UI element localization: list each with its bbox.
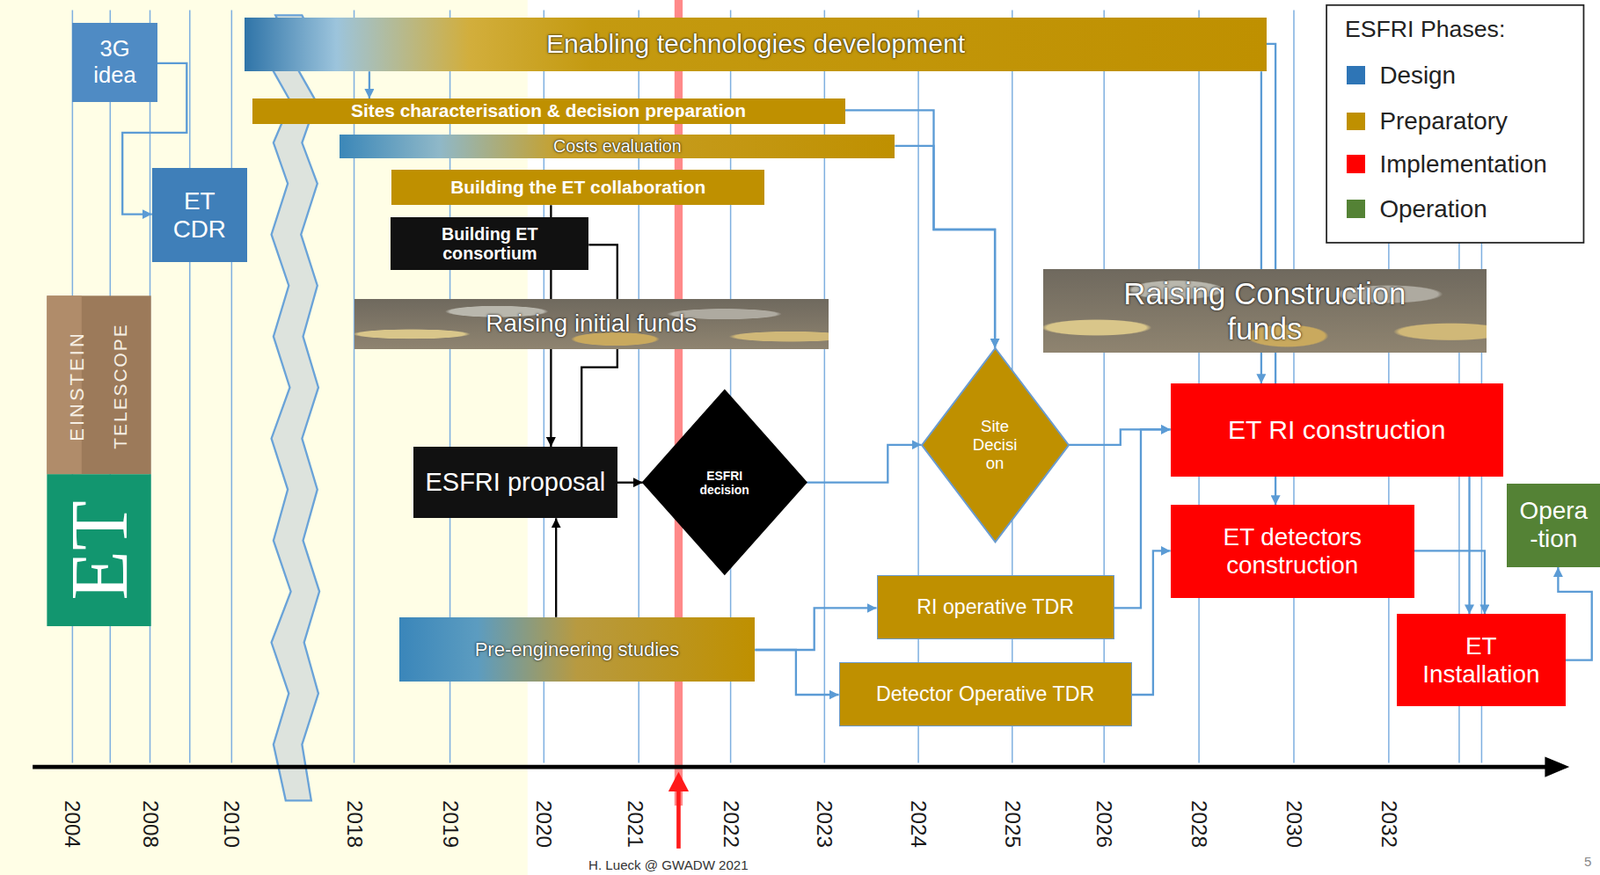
connector: [754, 607, 877, 651]
grid-line: [917, 10, 920, 764]
connector: [754, 650, 839, 695]
node-label: 3G idea: [87, 36, 144, 88]
implementation-box: ET RI construction: [1170, 383, 1504, 477]
legend-label: Implementation: [1379, 150, 1547, 178]
logo-mark: ET: [53, 501, 144, 601]
idea-box: 3G idea: [72, 22, 157, 103]
node-label: ET CDR: [163, 187, 235, 244]
connector: [1068, 429, 1171, 445]
node-label: Raising initial funds: [485, 309, 697, 338]
year-label: 2004: [60, 800, 85, 848]
legend-frame: [1326, 5, 1584, 243]
page-number: 5: [1584, 854, 1592, 870]
now-marker-head: [668, 772, 689, 792]
node-label: ESFRI decision: [683, 468, 766, 497]
node-label: ESFRI proposal: [424, 467, 606, 497]
year-label: 2025: [1000, 800, 1024, 848]
process-box: Building ET consortium: [390, 217, 589, 271]
grid-line: [231, 10, 234, 764]
legend-title: ESFRI Phases:: [1344, 16, 1506, 43]
connector: [617, 482, 643, 484]
legend-swatch: [1346, 154, 1366, 174]
node-label: Detector Operative TDR: [876, 682, 1095, 707]
connector: [894, 146, 995, 349]
node-label: Enabling technologies development: [546, 29, 965, 60]
grid-line: [189, 10, 191, 764]
funding-band: Raising initial funds: [354, 299, 829, 350]
node-label: Opera -tion: [1519, 496, 1588, 554]
design-box: ET CDR: [152, 168, 248, 263]
legend-label: Design: [1379, 62, 1456, 90]
node-label: ET RI construction: [1227, 415, 1447, 446]
grid-line: [1103, 10, 1105, 764]
connector: [1468, 476, 1470, 615]
node-label: RI operative TDR: [916, 595, 1074, 620]
time-break-band: [271, 14, 321, 801]
logo-top: [46, 295, 151, 475]
node-label: Sites characterisation & decision prepar…: [350, 100, 746, 122]
time-axis: [32, 765, 1549, 770]
year-label: 2024: [906, 800, 931, 848]
process-box: ESFRI proposal: [413, 446, 618, 519]
node-label: Costs evaluation: [553, 136, 682, 157]
decision-diamond: ESFRI decision: [642, 390, 807, 575]
time-axis-head: [1544, 756, 1570, 777]
year-label: 2030: [1282, 800, 1307, 848]
connector: [368, 71, 371, 99]
legend-swatch: [1346, 199, 1366, 219]
diamond-shape: [921, 348, 1069, 542]
year-label: 2021: [622, 800, 647, 848]
year-label: 2020: [532, 800, 556, 848]
year-label: 2023: [812, 800, 837, 848]
year-label: 2026: [1092, 800, 1117, 848]
past-ground: [0, 0, 528, 875]
legend-label: Preparatory: [1379, 108, 1507, 136]
legend-swatch: [1346, 112, 1366, 132]
connector: [1132, 550, 1171, 695]
year-label: 2022: [718, 800, 743, 848]
funding-box: Raising Construction funds: [1043, 269, 1488, 353]
now-marker-arrow: [676, 787, 681, 849]
connector: [1114, 429, 1171, 608]
connector: [555, 518, 557, 618]
node-label: Site Decisi on: [972, 416, 1017, 474]
year-label: 2018: [342, 800, 366, 848]
phase-band: Building the ET collaboration: [391, 169, 764, 206]
design-report-box: RI operative TDR: [876, 575, 1115, 640]
node-label: Building the ET collaboration: [450, 176, 706, 198]
legend-swatch: [1346, 65, 1366, 85]
diamond-shape: [642, 390, 807, 575]
implementation-box: ET detectors construction: [1170, 504, 1415, 599]
year-label: 2019: [438, 800, 462, 848]
legend-label: Operation: [1379, 196, 1487, 224]
phase-band: Pre-engineering studies: [399, 617, 756, 682]
year-label: 2028: [1187, 800, 1212, 848]
logo-text: EINSTEIN: [66, 330, 88, 442]
node-label: ET Installation: [1414, 632, 1548, 689]
implementation-box: ET Installation: [1396, 613, 1565, 706]
node-label: Building ET consortium: [418, 224, 562, 264]
decision-diamond: Site Decisi on: [921, 348, 1069, 542]
logo-bottom: [46, 474, 151, 627]
node-label: ET detectors construction: [1190, 523, 1395, 580]
phase-band: Costs evaluation: [339, 134, 895, 159]
year-label: 2010: [219, 800, 244, 848]
credit-note: H. Lueck @ GWADW 2021: [588, 857, 749, 873]
design-report-box: Detector Operative TDR: [839, 662, 1133, 727]
year-label: 2032: [1376, 800, 1401, 848]
logo-text: TELESCOPE: [109, 322, 131, 449]
year-label: 2008: [138, 800, 162, 848]
operation-box: Opera -tion: [1506, 483, 1600, 568]
phase-band: Enabling technologies development: [244, 17, 1266, 72]
node-label: Raising Construction funds: [1091, 276, 1439, 347]
node-label: Pre-engineering studies: [474, 638, 680, 661]
phase-band: Sites characterisation & decision prepar…: [252, 98, 846, 125]
connector: [806, 445, 922, 483]
connector: [1414, 550, 1485, 614]
